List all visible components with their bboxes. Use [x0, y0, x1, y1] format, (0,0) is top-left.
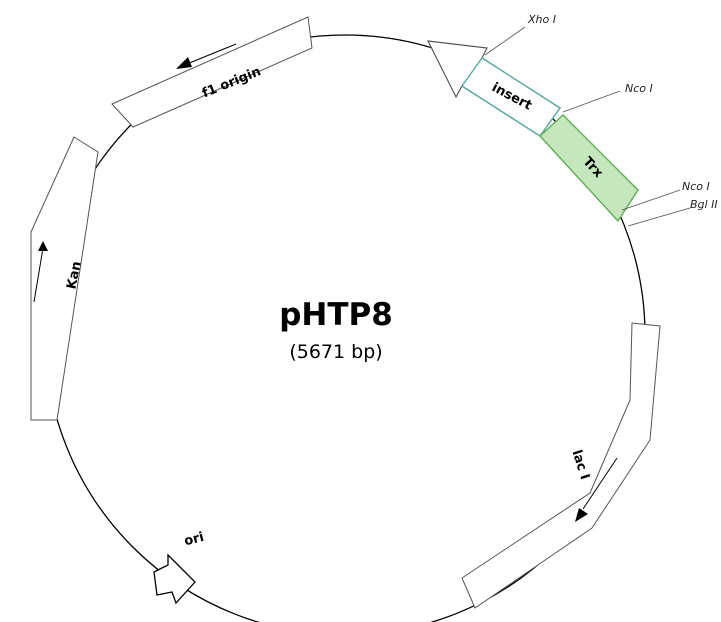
plasmid-name: pHTP8: [279, 297, 393, 333]
site-label-nco-i-lower: Nco I: [682, 180, 710, 193]
site-nco-i-lower[interactable]: Nco I: [621, 180, 710, 211]
site-label-xho-i: Xho I: [527, 13, 556, 26]
feature-f1-origin[interactable]: f1 origin: [111, 16, 313, 128]
arrow-down-icon: [575, 508, 588, 522]
feature-lac-i[interactable]: lac I: [461, 322, 661, 609]
site-bgl-ii[interactable]: Bgl II: [627, 198, 718, 227]
site-xho-i[interactable]: Xho I: [484, 13, 556, 56]
feature-trx[interactable]: Trx: [539, 114, 639, 223]
arrow-left-icon: [176, 57, 192, 69]
feature-label-lac-i: lac I: [569, 448, 593, 481]
site-label-bgl-ii: Bgl II: [690, 198, 718, 211]
arrow-up-icon: [38, 241, 48, 251]
plasmid-size: (5671 bp): [289, 341, 382, 363]
feature-label-kan: Kan: [64, 260, 85, 291]
feature-label-ori: ori: [183, 530, 206, 549]
site-label-nco-i-top: Nco I: [625, 82, 653, 95]
site-nco-i-top[interactable]: Nco I: [562, 82, 653, 113]
feature-insert[interactable]: insert: [426, 40, 561, 137]
feature-ori[interactable]: ori: [153, 530, 206, 605]
feature-kan[interactable]: Kan: [30, 136, 99, 421]
